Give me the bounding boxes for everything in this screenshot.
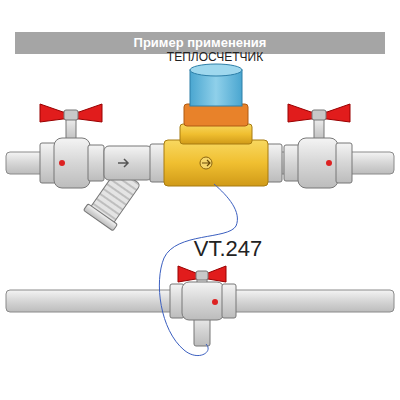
y-strainer: [83, 146, 152, 231]
sensor-wire: [159, 184, 237, 356]
product-code: VT.247: [168, 236, 288, 262]
ball-valve: [40, 104, 104, 188]
heat-meter: [164, 64, 268, 186]
ball-valve: [284, 104, 352, 188]
sensor-ball-valve: [170, 266, 236, 346]
device-label: ТЕПЛОСЧЕТЧИК: [150, 50, 280, 64]
